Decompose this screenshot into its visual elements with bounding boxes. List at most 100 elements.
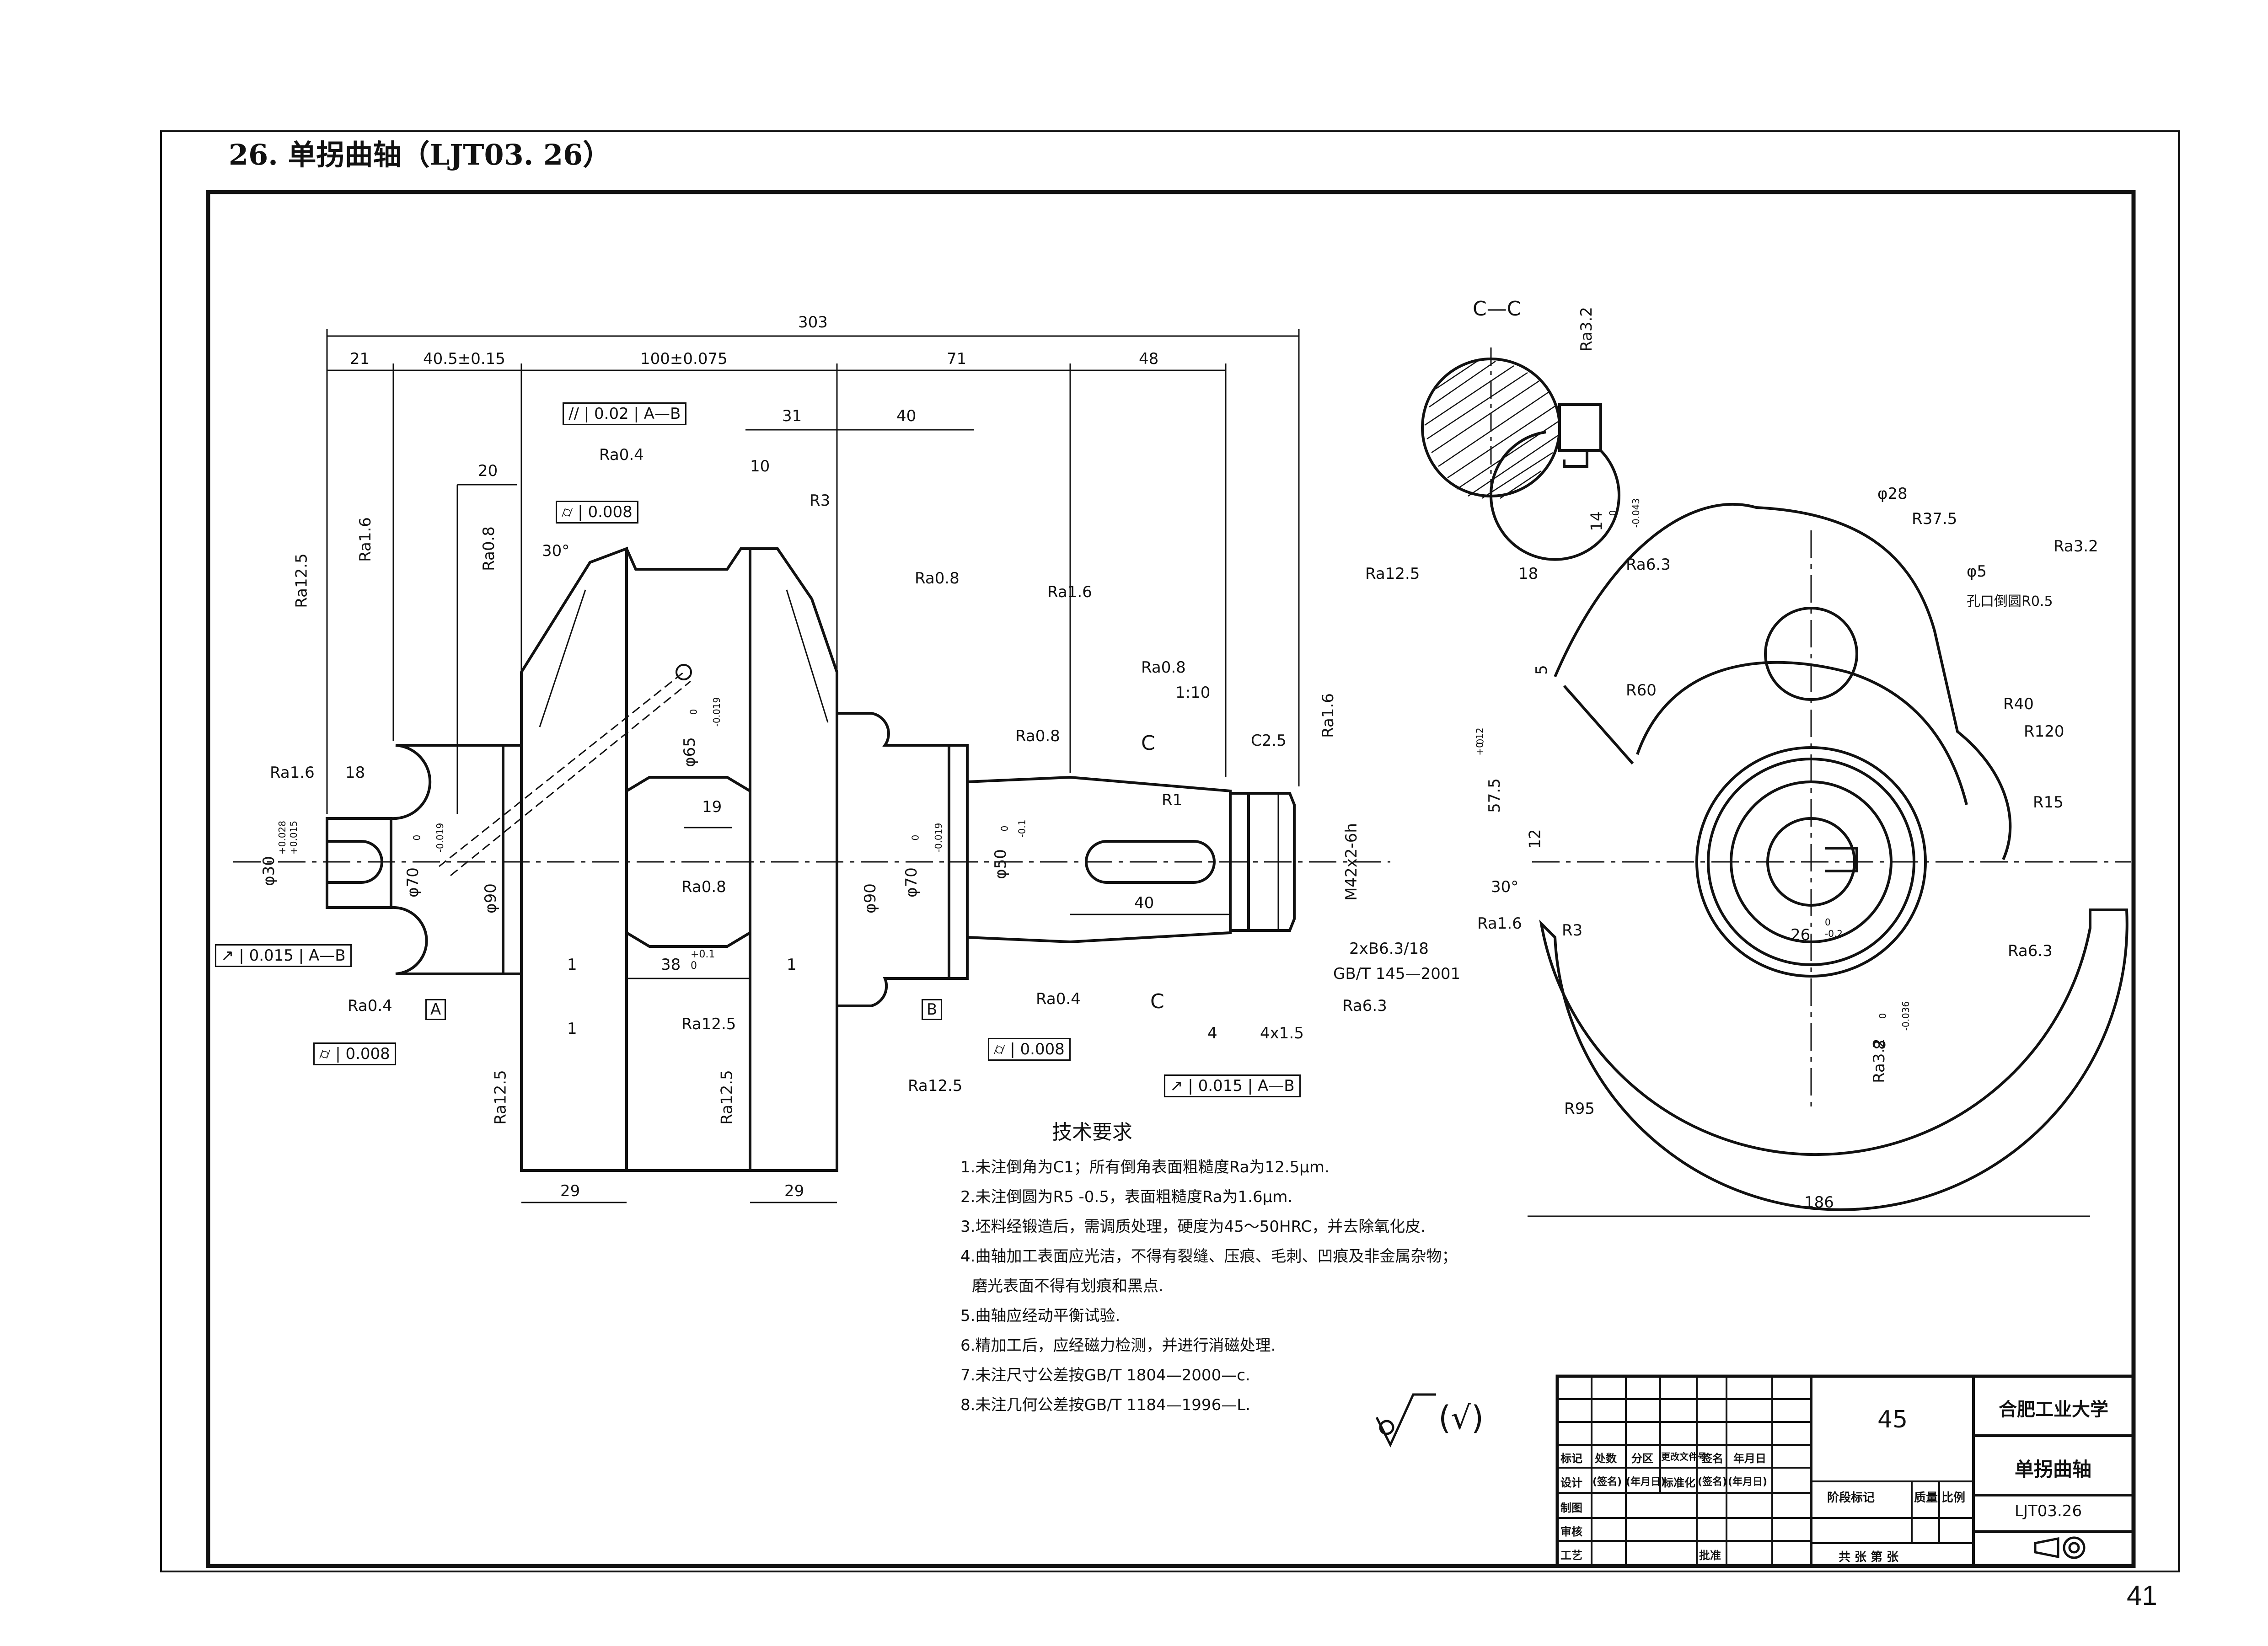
dim-19: 19 (702, 798, 722, 816)
tb-sheets: 共 张 第 张 (1839, 1550, 1899, 1564)
tb-scale: 比例 (1941, 1491, 1966, 1505)
ra-top-04: Ra0.4 (599, 446, 644, 464)
side-r120: R120 (2024, 722, 2064, 741)
dim-overall: 303 (798, 313, 828, 331)
side-12: 12 (1526, 829, 1544, 849)
dia-70-right: φ70 (902, 867, 921, 898)
side-5: 5 (1532, 665, 1551, 675)
surface-symbol-text: (√) (1438, 1399, 1484, 1437)
dim-taper: 1:10 (1175, 684, 1211, 702)
dim-4: 4 (1207, 1024, 1217, 1042)
tb-h-3: 更改文件号 (1661, 1451, 1707, 1462)
dim-38: 38 (661, 956, 681, 974)
tb-h-0: 标记 (1560, 1452, 1582, 1465)
dim-c2-5: C2.5 (1251, 732, 1287, 750)
req-4: 4.曲轴加工表面应光洁，不得有裂缝、压痕、毛刺、凹痕及非金属杂物； (960, 1247, 1458, 1266)
tb-weight: 质量 (1914, 1491, 1938, 1505)
tb-r2-3: 标准化 (1662, 1476, 1695, 1489)
tb-r5-1: 批准 (1699, 1549, 1721, 1562)
section-tol-upper: 0 (1607, 510, 1619, 516)
dia-90-left: φ90 (481, 883, 500, 914)
tb-r2-5: (年月日) (1728, 1476, 1768, 1488)
dim-30deg: 30° (542, 542, 570, 560)
dim-71: 71 (947, 350, 967, 368)
section-mark-top: C (1141, 732, 1155, 755)
ra-left-1: Ra12.5 (292, 553, 311, 608)
req-2: 2.未注倒圆为R5 -0.5，表面粗糙度Ra为1.6μm. (960, 1188, 1293, 1206)
side-30deg: 30° (1491, 878, 1519, 896)
side-ra-63: Ra6.3 (2008, 942, 2053, 960)
tb-h-1: 处数 (1595, 1452, 1617, 1465)
dia-30: φ30 (259, 856, 278, 886)
ra-thread-63: Ra6.3 (1342, 997, 1387, 1015)
tol-30-lower: +0.015 (288, 820, 300, 855)
dim-38-lower-tol: 0 (691, 960, 697, 972)
req-1: 1.未注倒角为C1；所有倒角表面粗糙度Ra为12.5μm. (960, 1158, 1330, 1176)
tb-r2-0: 设计 (1560, 1476, 1582, 1489)
req-7: 7.未注尺寸公差按GB/T 1804—2000—c. (960, 1366, 1250, 1384)
side-view (1528, 502, 2131, 1217)
dim-48: 48 (1139, 350, 1159, 368)
side-hole-round: 孔口倒圆R0.5 (1967, 593, 2053, 609)
dim-r1: R1 (1162, 791, 1183, 809)
ra-web-125-b: Ra12.5 (491, 1070, 510, 1125)
gdt-parallel: // | 0.02 | A—B (563, 402, 687, 425)
tb-h-4: 签名 (1701, 1452, 1723, 1465)
dia-70-left: φ70 (403, 867, 422, 898)
side-57-5-tol-low: 0 (1474, 738, 1486, 745)
dim-21: 21 (350, 350, 370, 368)
tol-50-lower: -0.1 (1016, 819, 1028, 838)
ra-left-end-16: Ra1.6 (270, 764, 315, 782)
side-8-tol-up: 0 (1877, 1013, 1888, 1019)
side-26: 26 (1791, 926, 1811, 944)
req-6: 6.精加工后，应经磁力检测，并进行消磁处理. (960, 1336, 1276, 1355)
ra-web-125-a: Ra12.5 (681, 1015, 736, 1033)
gdt-cyl-top: ⌭ | 0.008 (556, 501, 638, 524)
ra-thread-16: Ra1.6 (1319, 693, 1337, 738)
tb-r3: 制图 (1560, 1502, 1582, 1514)
ra-top-08: Ra0.8 (915, 569, 960, 588)
ra-journal-08: Ra0.8 (1015, 727, 1060, 745)
tol-65-upper: 0 (688, 709, 699, 715)
dim-29-a: 29 (560, 1182, 580, 1200)
side-57-5: 57.5 (1485, 778, 1504, 813)
tol-65-lower: -0.019 (711, 697, 723, 727)
dim-10: 10 (750, 457, 770, 476)
requirements-title: 技术要求 (1052, 1121, 1132, 1144)
tb-stage: 阶段标记 (1827, 1491, 1875, 1505)
dim-38-upper-tol: +0.1 (691, 949, 715, 960)
outer-frame (160, 130, 2180, 1572)
dim-40-keyway: 40 (1134, 894, 1154, 912)
drawing-border (206, 190, 2136, 1568)
side-phi5: φ5 (1967, 562, 1987, 581)
tol-50-upper: 0 (999, 825, 1010, 832)
section-label: C—C (1473, 297, 1521, 321)
section-dim-18: 18 (1518, 565, 1539, 583)
tb-r2-2: (年月日) (1626, 1476, 1666, 1488)
dim-40-5: 40.5±0.15 (423, 350, 505, 368)
ra-top-16: Ra1.6 (1047, 583, 1092, 601)
dim-1-c: 1 (567, 1020, 577, 1038)
req-4-cont: 磨光表面不得有划痕和黑点. (972, 1277, 1163, 1295)
dim-1-b: 1 (787, 956, 797, 974)
main-view (233, 546, 1390, 1172)
thread-m42: M42x2-6h (1342, 823, 1361, 901)
side-r15: R15 (2033, 793, 2064, 812)
dim-29-b: 29 (784, 1182, 804, 1200)
page-title: 26. 单拐曲轴（LJT03. 26） (229, 138, 611, 171)
datum-b: B (922, 999, 943, 1020)
projection-symbol-icon (2034, 1536, 2086, 1559)
tb-school: 合肥工业大学 (1999, 1399, 2108, 1420)
dim-1-a: 1 (567, 956, 577, 974)
roughness-symbol-icon (1375, 1393, 1436, 1448)
ra-pin-08: Ra0.8 (681, 878, 726, 896)
req-8: 8.未注几何公差按GB/T 1184—1996—L. (960, 1396, 1250, 1414)
side-r60: R60 (1626, 681, 1657, 700)
title-block-grid (1555, 1374, 2135, 1568)
ra-left-2: Ra1.6 (356, 517, 375, 562)
main-view-dimensions (326, 329, 1300, 1203)
gdt-runout-right: ↗ | 0.015 | A—B (1164, 1074, 1301, 1097)
section-dim-14: 14 (1587, 511, 1606, 531)
ra-web-125-c: Ra12.5 (718, 1070, 736, 1125)
